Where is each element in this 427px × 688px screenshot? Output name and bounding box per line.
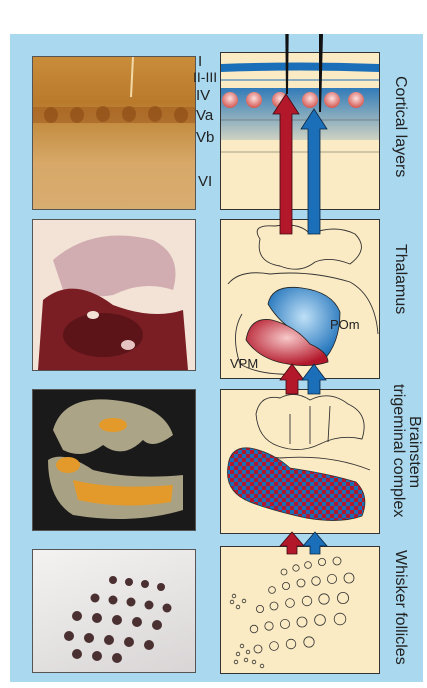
trigeminal-complex-label: trigeminal complex [390,384,406,517]
pathway-diagram [10,34,423,682]
figure-background: I II-III IV Va Vb VI VPM POm Cortical la… [10,34,423,682]
whisker-follicles-label: Whisker follicles [392,550,408,665]
pom-label: POm [330,318,360,331]
brainstem-label: Brainstem [406,416,422,488]
layer-label: II-III [193,70,217,84]
cortex-layers-drawing [221,63,379,153]
layer-label: Va [196,108,213,123]
layer-label: VI [198,174,212,189]
layer-label: Vb [196,130,214,145]
trigeminal-nucleus [227,448,364,521]
cortical-layers-label: Cortical layers [392,76,408,177]
thalamus-label: Thalamus [392,244,408,314]
layer-label: IV [196,88,210,103]
follicle-outlines [230,557,354,668]
vpm-label: VPM [230,357,258,370]
layer-label: I [198,54,202,69]
